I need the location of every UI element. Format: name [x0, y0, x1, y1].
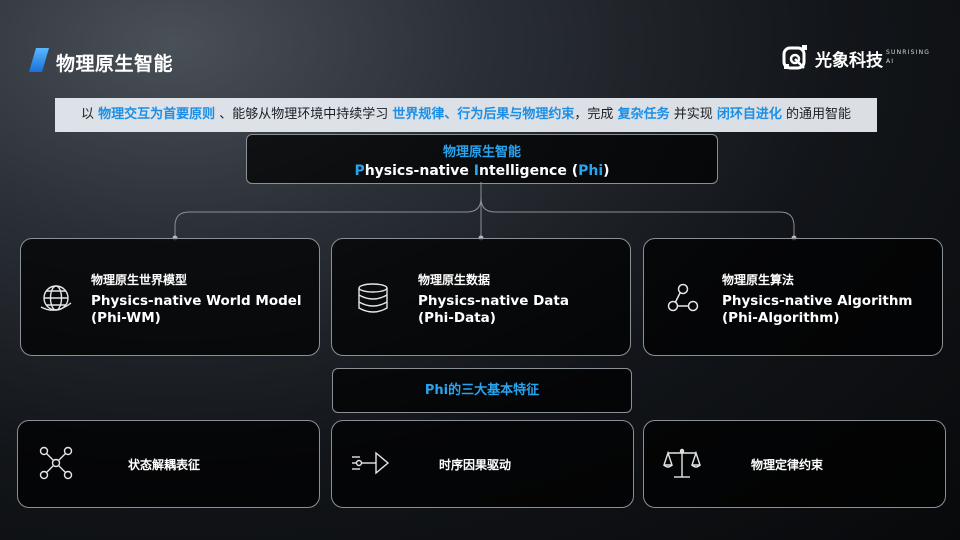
company-logo-icon	[782, 45, 807, 70]
pillar-title-en: Physics-native Algorithm(Phi-Algorithm)	[722, 293, 913, 327]
phi-text: )	[603, 163, 610, 179]
balance-scale-icon	[663, 448, 701, 478]
phi-definition-box: 物理原生智能 Physics-native Intelligence (Phi)	[246, 134, 718, 184]
pillar-title-en-line1: Physics-native World Model	[91, 293, 302, 309]
tagline: 以 物理交互为首要原则 、能够从物理环境中持续学习 世界规律、行为后果与物理约束…	[55, 98, 877, 132]
phi-text: ntelligence (	[479, 163, 579, 179]
feature-label: 状态解耦表征	[128, 458, 201, 472]
phi-text: hysics-native	[364, 163, 474, 179]
tagline-text: ，完成	[574, 107, 618, 122]
phi-title-cn: 物理原生智能	[442, 145, 521, 160]
globe-icon	[40, 285, 72, 311]
pillar-title-en: Physics-native World Model(Phi-WM)	[91, 293, 302, 327]
company-logo-sub: SUNRISING AI	[886, 49, 931, 65]
tagline-highlight: 世界规律、行为后果与物理约束	[392, 107, 575, 122]
pillar-card-data: 物理原生数据 Physics-native Data(Phi-Data)	[331, 238, 631, 356]
tagline-text: 、能够从物理环境中持续学习	[215, 107, 393, 122]
phi-letter: I	[473, 163, 479, 179]
pillar-title-cn: 物理原生世界模型	[91, 273, 188, 287]
pillar-title-en-line2: (Phi-Data)	[418, 310, 496, 326]
tagline-text: 并实现	[669, 107, 717, 122]
pillar-title-cn: 物理原生数据	[418, 273, 491, 287]
pillar-title-en-line2: (Phi-WM)	[91, 310, 161, 326]
pillar-card-world-model: 物理原生世界模型 Physics-native World Model(Phi-…	[20, 238, 320, 356]
tagline-highlight: 物理交互为首要原则	[98, 107, 216, 122]
phi-abbrev: Phi	[578, 163, 604, 179]
network-nodes-icon	[39, 446, 73, 480]
pillar-title-en: Physics-native Data(Phi-Data)	[418, 293, 569, 327]
pillar-title-en-line2: (Phi-Algorithm)	[722, 310, 840, 326]
pillar-title-cn: 物理原生算法	[722, 273, 795, 287]
feature-card-state-decoupling: 状态解耦表征	[17, 420, 320, 508]
tagline-text: 的通用智能	[781, 107, 851, 122]
algorithm-nodes-icon	[667, 283, 699, 312]
tagline-highlight: 闭环自进化	[716, 107, 782, 122]
title-mark-icon	[29, 48, 49, 72]
phi-title-en: Physics-native Intelligence (Phi)	[247, 163, 717, 179]
features-title: Phi的三大基本特征	[332, 368, 632, 413]
phi-letter: P	[354, 163, 365, 179]
tagline-text: 以	[80, 107, 99, 122]
feature-card-temporal-causal: 时序因果驱动	[331, 420, 634, 508]
feature-label: 物理定律约束	[751, 458, 824, 472]
tagline-highlight: 复杂任务	[617, 107, 670, 122]
pillar-title-en-line1: Physics-native Data	[418, 293, 569, 309]
company-logo-name: 光象科技	[815, 51, 883, 71]
database-icon	[358, 283, 388, 313]
causal-flow-icon	[352, 451, 390, 475]
feature-card-physical-law: 物理定律约束	[643, 420, 946, 508]
pillar-title-en-line1: Physics-native Algorithm	[722, 293, 913, 309]
page-title: 物理原生智能	[56, 53, 174, 75]
pillar-card-algorithm: 物理原生算法 Physics-native Algorithm(Phi-Algo…	[643, 238, 943, 356]
feature-label: 时序因果驱动	[439, 458, 512, 472]
